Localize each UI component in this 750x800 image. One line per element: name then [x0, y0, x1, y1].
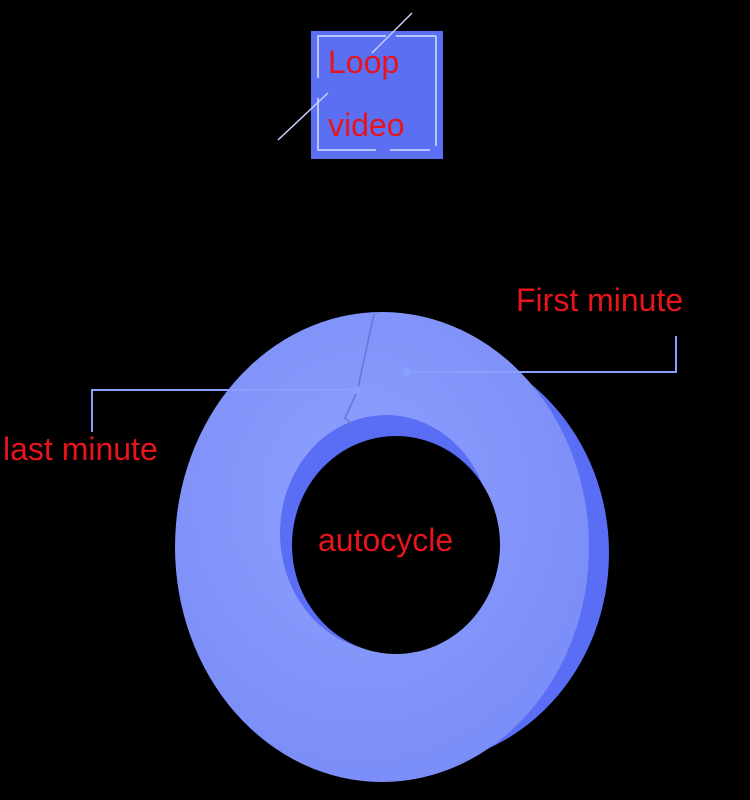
last-minute-line [91, 389, 357, 432]
first-minute-line [407, 336, 677, 373]
cycle-ring [175, 312, 609, 782]
first-minute-leader [403, 336, 677, 376]
loop-video-box [311, 31, 443, 159]
ring-hole [292, 436, 500, 654]
ring-split-mark [344, 313, 375, 429]
last-minute-label: last minute [3, 431, 158, 467]
loop-label: Loop [328, 44, 400, 80]
last-minute-leader [91, 386, 361, 432]
autocycle-label: autocycle [318, 522, 454, 558]
loop-video-frame [317, 35, 437, 151]
loop-slash-upper [371, 12, 413, 54]
first-minute-label: First minute [516, 282, 684, 318]
loop-slash-lower [277, 92, 329, 141]
video-label: video [328, 107, 405, 143]
loop-video-icon [277, 12, 443, 159]
